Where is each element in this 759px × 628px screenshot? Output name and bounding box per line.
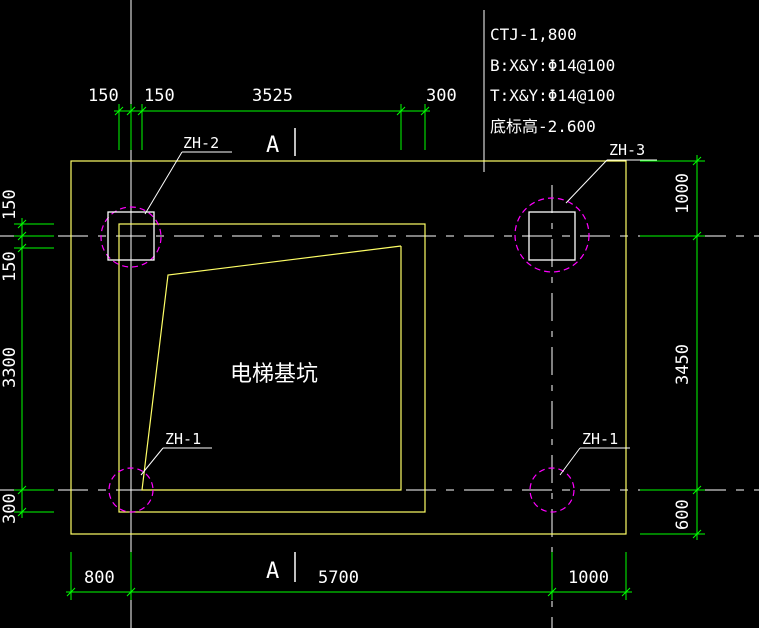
note-line-4: 底标高-2.600 (490, 117, 596, 136)
pit-outer-boundary (118, 223, 426, 513)
dim-right-tick-3 (692, 485, 702, 495)
pile-leader (565, 159, 608, 204)
pile-label-zh-1-left: ZH-1 (165, 430, 201, 448)
dim-top-tick-1 (114, 106, 124, 116)
dim-top-tick-2 (126, 106, 136, 116)
dim-top-tick-3 (137, 106, 147, 116)
section-mark-bottom-letter: A (266, 559, 279, 584)
dim-bottom-tick-4 (621, 587, 631, 597)
dim-top-label-1: 150 (88, 86, 119, 106)
dim-right-tick-1 (692, 156, 702, 166)
pile-circle (100, 206, 162, 268)
foundation-outline (70, 160, 627, 535)
dim-left-label-4: 300 (0, 493, 20, 524)
section-mark-top-letter: A (266, 133, 279, 158)
pile-top-left: ZH-2 (100, 134, 232, 268)
dim-bottom-tick-2 (126, 587, 136, 597)
pile-leader (140, 447, 164, 476)
dim-bottom-label-2: 5700 (318, 568, 359, 588)
dimension-bottom (66, 552, 632, 600)
pit-inner-boundary (141, 245, 402, 491)
pile-label-zh-3: ZH-3 (609, 141, 645, 159)
dim-right-tick-4 (692, 529, 702, 539)
dim-right-label-3: 600 (673, 499, 693, 530)
dim-left-tick-2 (17, 231, 27, 241)
dim-bottom-label-3: 1000 (568, 568, 609, 588)
dim-left-label-2: 150 (0, 251, 20, 282)
dim-bottom-label-1: 800 (84, 568, 115, 588)
pile-square (107, 211, 155, 261)
cap-outer-boundary (70, 160, 627, 535)
pile-circle (514, 197, 590, 273)
dim-right-label-1: 1000 (673, 173, 693, 214)
notes-block: CTJ-1,800 B:X&Y:Φ14@100 T:X&Y:Φ14@100 底标… (490, 25, 615, 136)
dim-top-tick-5 (420, 106, 430, 116)
dimension-right (640, 155, 705, 540)
pile-label-zh-2: ZH-2 (183, 134, 219, 152)
dim-left-tick-5 (17, 507, 27, 517)
dim-top-label-4: 300 (426, 86, 457, 106)
dim-left-label-3: 3300 (0, 347, 20, 388)
note-line-2: B:X&Y:Φ14@100 (490, 56, 615, 75)
pile-leader (144, 151, 183, 215)
dim-left-tick-4 (17, 485, 27, 495)
pile-bottom-left: ZH-1 (108, 430, 212, 513)
pile-square (528, 211, 576, 261)
dim-top-label-2: 150 (144, 86, 175, 106)
pile-bottom-right: ZH-1 (529, 430, 630, 513)
pile-circle (529, 467, 575, 513)
section-mark-top: A (266, 128, 296, 158)
dim-bottom-tick-1 (66, 587, 76, 597)
pile-circle (108, 467, 154, 513)
section-mark-bottom: A (266, 552, 296, 584)
dim-right-tick-2 (692, 231, 702, 241)
note-line-3: T:X&Y:Φ14@100 (490, 86, 615, 105)
dim-top-tick-4 (396, 106, 406, 116)
note-line-1: CTJ-1,800 (490, 25, 577, 44)
dim-right-label-2: 3450 (673, 344, 693, 385)
pile-top-right: ZH-3 (514, 141, 657, 273)
dim-top-label-3: 3525 (252, 86, 293, 106)
room-label: 电梯基坑 (230, 362, 318, 387)
dim-left-label-1: 150 (0, 189, 20, 220)
pile-label-zh-1-right: ZH-1 (582, 430, 618, 448)
dimension-left (14, 218, 54, 518)
dim-bottom-tick-3 (547, 587, 557, 597)
dim-left-tick-3 (17, 243, 27, 253)
pile-leader (559, 447, 581, 476)
dimension-top (114, 104, 430, 150)
dim-left-tick-1 (17, 219, 27, 229)
